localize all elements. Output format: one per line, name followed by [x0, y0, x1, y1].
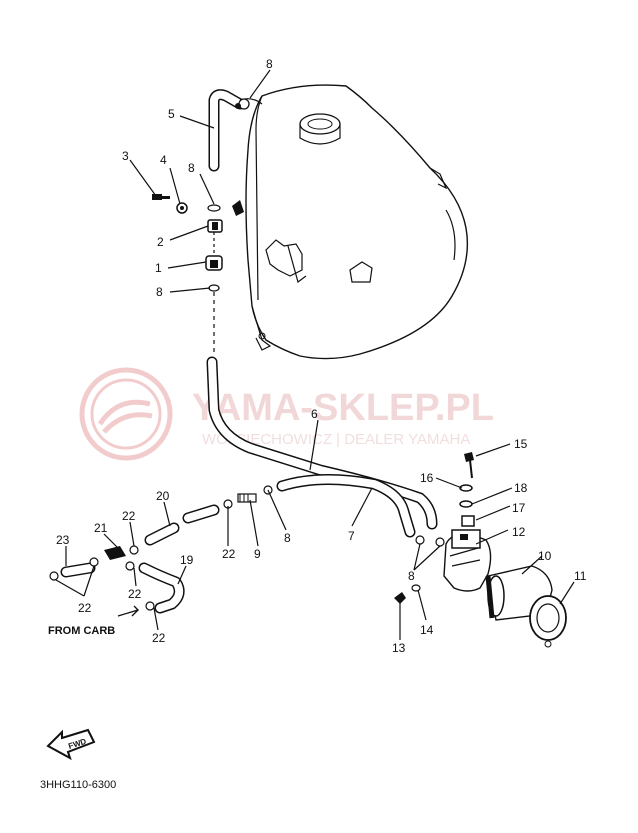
callout-22-left: 22 — [78, 601, 92, 615]
hose-joint — [223, 485, 273, 509]
callout-6: 6 — [311, 407, 318, 421]
fuel-tank — [245, 84, 469, 360]
callout-19: 19 — [180, 553, 194, 567]
callout-18: 18 — [514, 481, 528, 495]
callout-23: 23 — [56, 533, 70, 547]
leader-lines — [55, 69, 575, 640]
callout-12: 12 — [512, 525, 526, 539]
watermark-logo-icon — [79, 367, 173, 461]
callout-17: 17 — [512, 501, 526, 515]
callout-22-bottom: 22 — [152, 631, 166, 645]
callout-8-lower: 8 — [156, 285, 163, 299]
watermark-site: YAMA-SKLEP.PL — [192, 387, 494, 429]
tank-filler-cap — [299, 113, 341, 135]
callout-8-fitting: 8 — [188, 161, 195, 175]
callout-8-pump: 8 — [408, 569, 415, 583]
callout-2: 2 — [157, 235, 164, 249]
callout-3: 3 — [122, 149, 129, 163]
pump-cover-icon — [529, 595, 567, 641]
callout-labels: 1 2 3 4 5 6 7 8 8 8 8 8 9 10 11 12 13 14… — [56, 57, 587, 655]
watermark-dealer: WOJCIECHOWICZ | DEALER YAMAHA — [202, 431, 470, 448]
callout-16: 16 — [420, 471, 434, 485]
callout-22-middle: 22 — [128, 587, 142, 601]
fuel-cock-assembly — [152, 194, 244, 356]
callout-10: 10 — [538, 549, 552, 563]
fuel-hose-secondary — [276, 474, 416, 538]
callout-15: 15 — [514, 437, 528, 451]
watermark: YAMA-SKLEP.PL WOJCIECHOWICZ | DEALER YAM… — [79, 367, 494, 461]
carb-hoses — [49, 504, 220, 617]
callout-8-top: 8 — [266, 57, 273, 71]
fwd-arrow-icon: FWD — [46, 728, 96, 761]
callout-21: 21 — [94, 521, 108, 535]
clip-icon — [235, 98, 250, 110]
pump-fasteners — [394, 452, 475, 604]
callout-22-top: 22 — [122, 509, 136, 523]
callout-14: 14 — [420, 623, 434, 637]
callout-13: 13 — [392, 641, 406, 655]
callout-11: 11 — [574, 569, 587, 583]
callout-1: 1 — [155, 261, 162, 275]
callout-5: 5 — [168, 107, 175, 121]
callout-4: 4 — [160, 153, 167, 167]
from-carb-label: FROM CARB — [48, 625, 115, 637]
callout-9: 9 — [254, 547, 261, 561]
callout-7: 7 — [348, 529, 355, 543]
fuel-pump — [443, 529, 567, 648]
callout-20: 20 — [156, 489, 170, 503]
callout-22-joint: 22 — [222, 547, 236, 561]
diagram-code: 3HHG110-6300 — [40, 779, 116, 791]
callout-8-joint: 8 — [284, 531, 291, 545]
